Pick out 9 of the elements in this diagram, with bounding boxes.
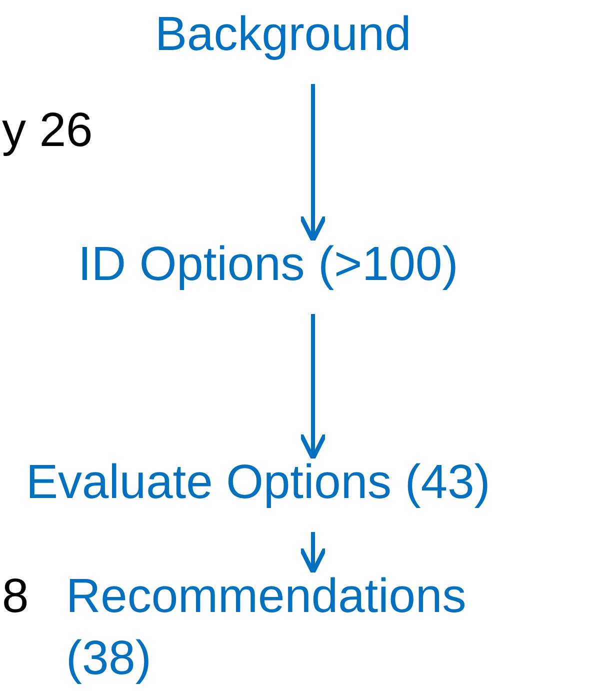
label-text: 8 bbox=[2, 569, 29, 625]
label-text: y 26 bbox=[2, 103, 93, 159]
arrow bbox=[298, 532, 328, 575]
step-text: Background bbox=[155, 4, 412, 66]
arrow bbox=[298, 84, 328, 243]
step-text: ID Options (>100) bbox=[78, 234, 458, 296]
step-text: Evaluate Options (43) bbox=[26, 452, 490, 514]
arrow bbox=[298, 314, 328, 461]
step-text: Recommendations (38) bbox=[66, 566, 486, 690]
